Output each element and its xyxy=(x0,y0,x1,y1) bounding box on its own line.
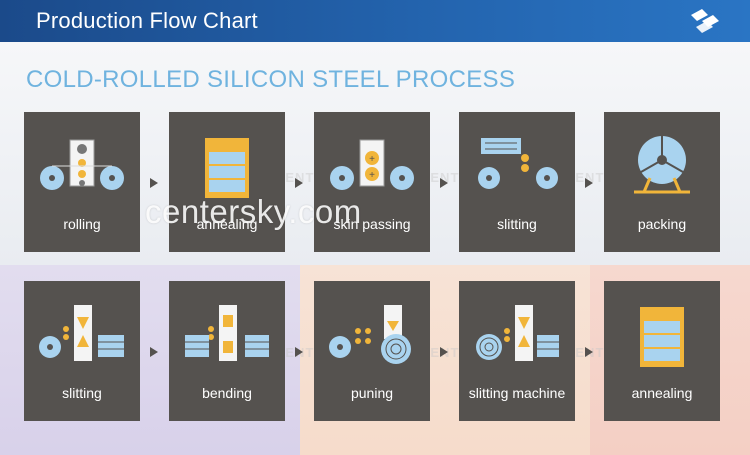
step-card-annealing-2: annealing xyxy=(604,281,720,421)
page-title: Production Flow Chart xyxy=(36,8,258,33)
step-card-puning: puning xyxy=(314,281,430,421)
step-card-slitting: slitting xyxy=(459,112,575,252)
flow-arrow-icon xyxy=(150,347,158,357)
step-card-annealing: annealing xyxy=(169,112,285,252)
rolling-mill-icon xyxy=(40,139,124,190)
watermark-text: centersky.com xyxy=(145,193,362,230)
flow-arrow-icon xyxy=(295,347,303,357)
flow-arrow-icon xyxy=(585,178,593,188)
header-bar: Production Flow Chart xyxy=(0,0,750,42)
slitting-machine-icon xyxy=(476,305,559,361)
step-card-rolling: rolling xyxy=(24,112,140,252)
svg-text:+: + xyxy=(369,154,375,165)
step-label: bending xyxy=(202,385,252,401)
skin-pass-mill-icon: + + xyxy=(330,139,414,190)
step-card-slitting-2: slitting xyxy=(24,281,140,421)
slitting-line-icon xyxy=(478,138,558,189)
bending-icon xyxy=(185,305,269,361)
step-card-bending: bending xyxy=(169,281,285,421)
coil-packing-icon xyxy=(634,136,690,194)
step-card-slitting-machine: slitting machine xyxy=(459,281,575,421)
flow-arrow-icon xyxy=(585,347,593,357)
flow-arrow-icon xyxy=(440,178,448,188)
step-label: rolling xyxy=(63,216,101,232)
step-label: annealing xyxy=(196,216,258,232)
step-label: skin passing xyxy=(333,216,411,232)
annealing-furnace-icon xyxy=(205,138,249,198)
step-label: annealing xyxy=(631,385,693,401)
slitting-icon xyxy=(39,305,124,361)
step-label: slitting machine xyxy=(468,385,566,401)
step-label: packing xyxy=(637,216,687,232)
centersky-logo-icon xyxy=(691,9,719,33)
step-label: puning xyxy=(350,385,394,401)
flow-arrow-icon xyxy=(295,178,303,188)
punching-icon xyxy=(329,305,411,364)
step-card-skin-passing: + + skin passing xyxy=(314,112,430,252)
step-label: slitting xyxy=(62,385,102,401)
annealing-icon xyxy=(640,307,684,367)
flow-arrow-icon xyxy=(440,347,448,357)
flow-arrow-icon xyxy=(150,178,158,188)
step-card-packing: packing xyxy=(604,112,720,252)
step-label: slitting xyxy=(497,216,537,232)
section-title: COLD-ROLLED SILICON STEEL PROCESS xyxy=(26,66,516,93)
svg-text:+: + xyxy=(369,170,375,181)
